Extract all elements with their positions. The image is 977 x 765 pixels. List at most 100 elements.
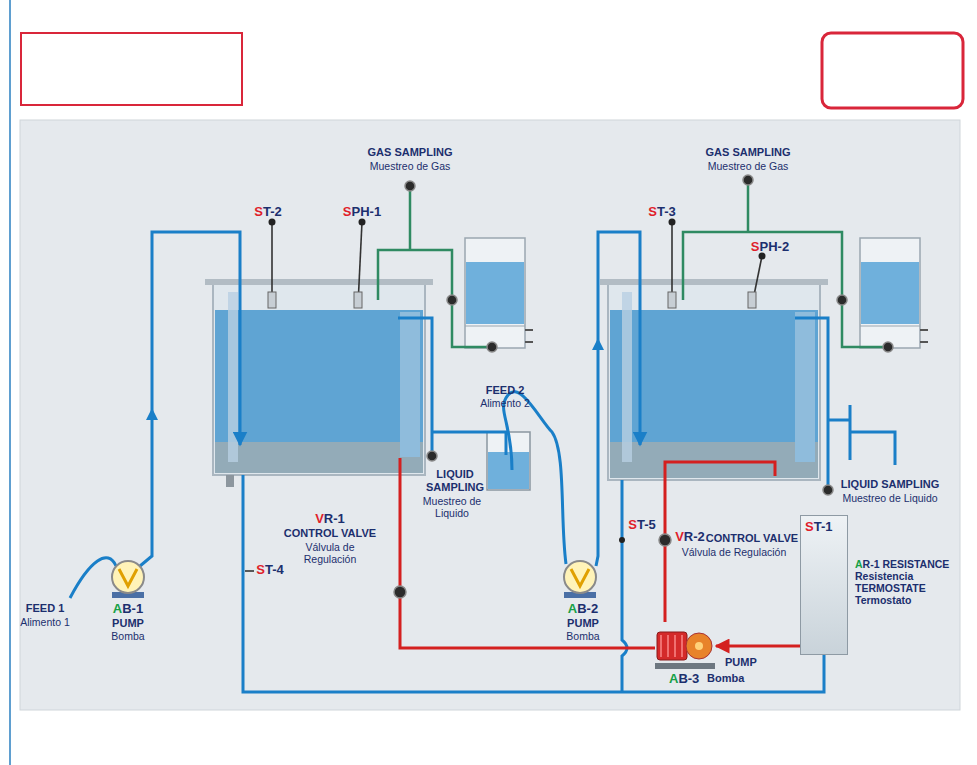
thermostat-box: ST-1AR-1 RESISTANCE Resistencia TERMOSTA… [800,515,848,655]
liquid-pipe [70,232,895,692]
sensor-probe [245,222,762,571]
sampling-valve [427,451,437,461]
return-pipe [622,480,627,692]
tag-label: ST-3 [648,205,675,220]
heating-pipe [400,458,655,648]
tag-label: ST-4 [256,563,283,578]
part-label: Muestreo de Gas [708,160,789,172]
node-text: AB-3 [669,672,699,687]
part-label: FEED 1 [26,602,65,615]
peristaltic-pump [564,561,596,598]
feed-pipe [140,232,240,566]
digester-tank [600,279,828,480]
flow-arrow [146,338,604,420]
riser [400,312,420,457]
part-label: Alimento 1 [20,616,70,628]
part-label: PUMP [567,617,599,630]
valve [883,342,893,352]
pump-head [112,561,144,593]
sensor-dot [359,219,366,226]
pump-hub [695,642,703,650]
collector-liquid [466,262,524,324]
pump-rotor [571,569,589,586]
part-label: Muestreo de Liquido [416,495,488,519]
riser [795,312,815,462]
pump-rotor [119,569,137,586]
sampling-valve [743,175,753,185]
tag-label: AB-2 [568,602,598,617]
tag-label: ST-5 [628,518,655,533]
part-label: Muestreo de Gas [370,160,451,172]
motor-fin [660,635,662,657]
jug-liquid [488,452,529,489]
pump-base [655,663,715,669]
empty-frame [822,33,963,108]
part-label: GAS SAMPLING [368,146,453,159]
tag-label: VR-2 [675,530,705,545]
pump-symbol [655,622,715,670]
collector-tap [525,330,533,342]
probe-head [268,292,276,308]
return-pipe [243,475,824,692]
feed-hose [70,558,116,598]
collector-tap [920,330,928,342]
probe-head [668,292,676,308]
node-text: Bomba [707,672,744,685]
tank-sludge [215,442,423,473]
sampling-valve [405,181,415,191]
motor-fin [681,635,683,657]
tank-lid [600,279,828,285]
part-label: CONTROL VALVE [284,527,376,540]
part-label: LIQUID SAMPLING [419,468,491,493]
outlet-pipe [828,405,895,465]
drain [226,475,234,487]
part-label: GAS SAMPLING [706,146,791,159]
part-label: CONTROL VALVE [706,532,798,545]
gas-line [378,250,492,347]
pump-motor [657,632,687,660]
collector-body [860,238,920,348]
gas-collector [860,238,928,348]
gas-line [378,184,888,347]
part-label: FEED 2 [486,384,525,397]
sensor-dot [619,537,625,543]
heating-connector [716,645,800,648]
collector-divider [465,326,525,327]
gas-collector [465,238,533,348]
part-label: Válvula de Regulación [290,541,370,565]
tag-label: AB-1 [113,602,143,617]
tag-label: SPH-1 [343,205,381,220]
node-text: AR-1 RESISTANCE Resistencia TERMOSTATE T… [855,558,959,606]
page-border [9,0,11,765]
sensor-dot [269,219,276,226]
pump-head [564,561,596,593]
valve [487,342,497,352]
baffle [622,292,632,462]
motor-fin [667,635,669,657]
temperature-probe [245,570,254,572]
peristaltic-pump [112,561,144,598]
part-label: Muestreo de Liquido [842,492,937,504]
part-label: Bomba [566,630,599,642]
probe-head [354,292,362,308]
sensor-dot [669,219,676,226]
tank-sludge [610,442,818,478]
tank-liquid [215,310,423,442]
probe-head [748,292,756,308]
part-label: PUMP [112,617,144,630]
panel-ground [20,120,960,710]
tank-glass [213,283,425,475]
overflow-pipe [432,432,506,455]
circulation-pump: PUMPAB-3Bomba [655,622,715,670]
collector-divider [860,326,920,327]
tag-label: VR-1 [315,512,345,527]
feed-hose [504,392,566,564]
valve [447,295,457,305]
tag-label: SPH-2 [751,240,789,255]
valve [837,295,847,305]
part-label: Alimento 2 [480,397,530,409]
tag-label: ST-2 [254,205,281,220]
collector-body [465,238,525,348]
sensor-dot [268,219,766,544]
